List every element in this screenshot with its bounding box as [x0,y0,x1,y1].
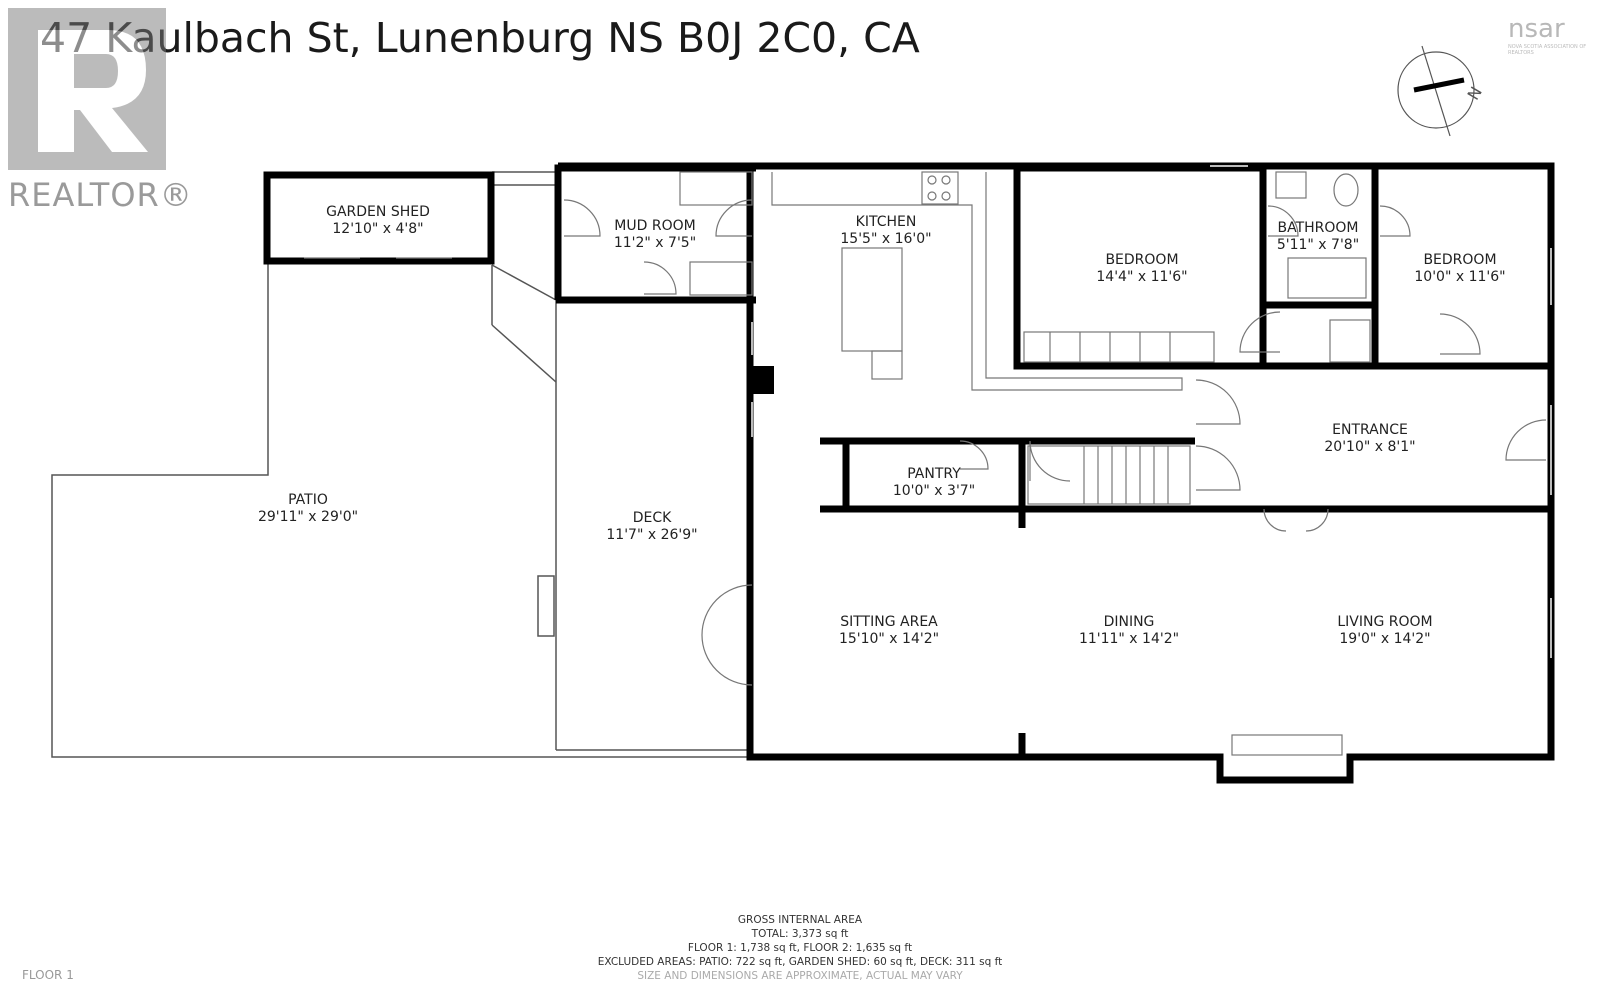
room-living-room: LIVING ROOM 19'0" x 14'2" [1337,614,1432,648]
room-dims: 15'10" x 14'2" [838,631,940,647]
nsar-tagline: NOVA SCOTIA ASSOCIATION OF REALTORS [1508,44,1587,56]
summary-excluded: EXCLUDED AREAS: PATIO: 722 sq ft, GARDEN… [597,956,1003,968]
realtor-r-icon [8,8,166,170]
floor-label: FLOOR 1 [22,968,74,982]
room-bathroom: BATHROOM 5'11" x 7'8" [1277,220,1359,254]
room-kitchen: KITCHEN 15'5" x 16'0" [840,214,931,248]
room-name: MUD ROOM [614,218,696,234]
room-dims: 20'10" x 8'1" [1324,439,1416,455]
patio-outline [51,258,750,758]
room-deck: DECK 11'7" x 26'9" [606,510,697,544]
room-name: LIVING ROOM [1337,614,1433,630]
room-name: GARDEN SHED [326,204,430,220]
room-pantry: PANTRY 10'0" x 3'7" [893,466,975,500]
room-dims: 5'11" x 7'8" [1276,237,1360,253]
compass-icon: N [1397,45,1486,137]
room-garden-shed: GARDEN SHED 12'10" x 4'8" [326,204,430,238]
nsar-wordmark: nsar [1508,14,1565,44]
realtor-wordmark: REALTOR® [8,176,193,214]
room-dims: 11'7" x 26'9" [606,527,698,543]
area-summary: GROSS INTERNAL AREA TOTAL: 3,373 sq ft F… [0,913,1600,983]
room-name: KITCHEN [855,214,917,230]
summary-floors: FLOOR 1: 1,738 sq ft, FLOOR 2: 1,635 sq … [687,942,913,954]
room-name: BEDROOM [1423,252,1497,268]
room-dims: 19'0" x 14'2" [1339,631,1431,647]
room-bedroom-1: BEDROOM 14'4" x 11'6" [1096,252,1187,286]
room-entrance: ENTRANCE 20'10" x 8'1" [1324,422,1415,456]
room-dims: 29'11" x 29'0" [257,509,359,525]
nsar-logo: nsar NOVA SCOTIA ASSOCIATION OF REALTORS [1508,14,1596,60]
room-mud-room: MUD ROOM 11'2" x 7'5" [614,218,696,252]
realtor-logo: REALTOR® [8,8,192,218]
summary-heading: GROSS INTERNAL AREA [737,914,863,926]
room-dims: 10'0" x 11'6" [1414,269,1506,285]
summary-total: TOTAL: 3,373 sq ft [751,928,849,940]
room-dims: 10'0" x 3'7" [892,483,976,499]
walls [263,162,1555,784]
room-name: DINING [1103,614,1155,630]
room-dims: 12'10" x 4'8" [332,221,424,237]
room-name: DECK [632,510,672,526]
room-dims: 14'4" x 11'6" [1096,269,1188,285]
room-name: PATIO [288,492,328,508]
room-name: SITTING AREA [840,614,938,630]
room-dims: 11'2" x 7'5" [613,235,697,251]
room-dims: 11'11" x 14'2" [1078,631,1180,647]
room-dining: DINING 11'11" x 14'2" [1079,614,1179,648]
room-bedroom-2: BEDROOM 10'0" x 11'6" [1414,252,1505,286]
room-name: ENTRANCE [1332,422,1408,438]
room-patio: PATIO 29'11" x 29'0" [258,492,358,526]
room-dims: 15'5" x 16'0" [840,231,932,247]
room-name: BEDROOM [1105,252,1179,268]
room-name: BATHROOM [1277,220,1359,236]
room-sitting-area: SITTING AREA 15'10" x 14'2" [839,614,939,648]
room-name: PANTRY [907,466,961,482]
summary-disclaimer: SIZE AND DIMENSIONS ARE APPROXIMATE, ACT… [637,970,963,982]
property-address-title: 47 Kaulbach St, Lunenburg NS B0J 2C0, CA [40,14,920,62]
